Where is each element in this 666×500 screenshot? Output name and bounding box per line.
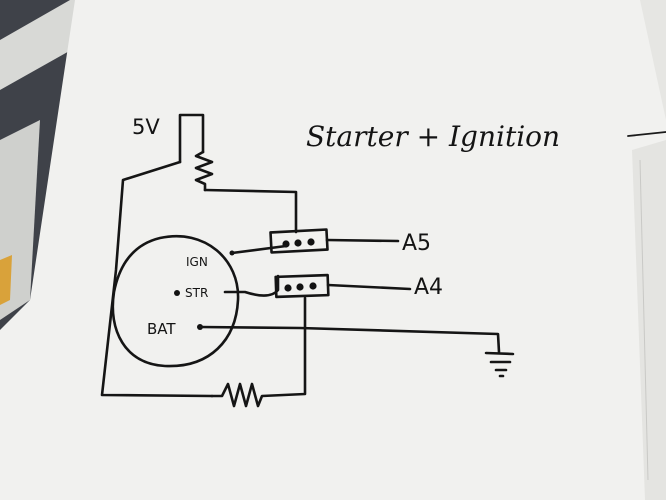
switch-a4-contact-1 — [284, 284, 292, 292]
str-terminal — [174, 290, 180, 296]
ground-line-1 — [484, 351, 515, 356]
ruled-mark-right — [627, 131, 666, 137]
pin-a5-label: A5 — [402, 231, 431, 256]
lower-resistor-and-wire — [210, 296, 307, 408]
pencil-tip — [0, 255, 12, 305]
str-label: STR — [185, 286, 208, 300]
wire-bat-to-ground — [198, 325, 501, 354]
pin-a4-label: A4 — [414, 275, 443, 300]
supply-voltage-label: 5V — [132, 115, 160, 139]
wire-a4-output — [326, 283, 412, 291]
diagram-title: Starter + Ignition — [306, 120, 560, 153]
ign-label: IGN — [186, 255, 208, 269]
switch-a5-contact-3 — [307, 238, 315, 246]
wire-ign-to-a5 — [230, 244, 288, 255]
switch-a5-contact-2 — [294, 239, 302, 247]
wire-a5-output — [325, 238, 400, 243]
bat-label: BAT — [147, 320, 176, 338]
ignition-switch-circle — [111, 235, 240, 368]
paper-edge-line — [639, 159, 649, 481]
switch-a4-contact-2 — [296, 283, 304, 291]
pullup-resistor-zigzag — [194, 150, 214, 192]
outer-loop-wire — [100, 160, 214, 398]
wire-to-a5-switch — [203, 188, 298, 234]
wire-str-to-a4 — [223, 274, 280, 297]
paper-fold-right — [632, 140, 666, 500]
switch-a4-contact-3 — [309, 282, 317, 290]
supply-rail-wire — [178, 113, 205, 164]
